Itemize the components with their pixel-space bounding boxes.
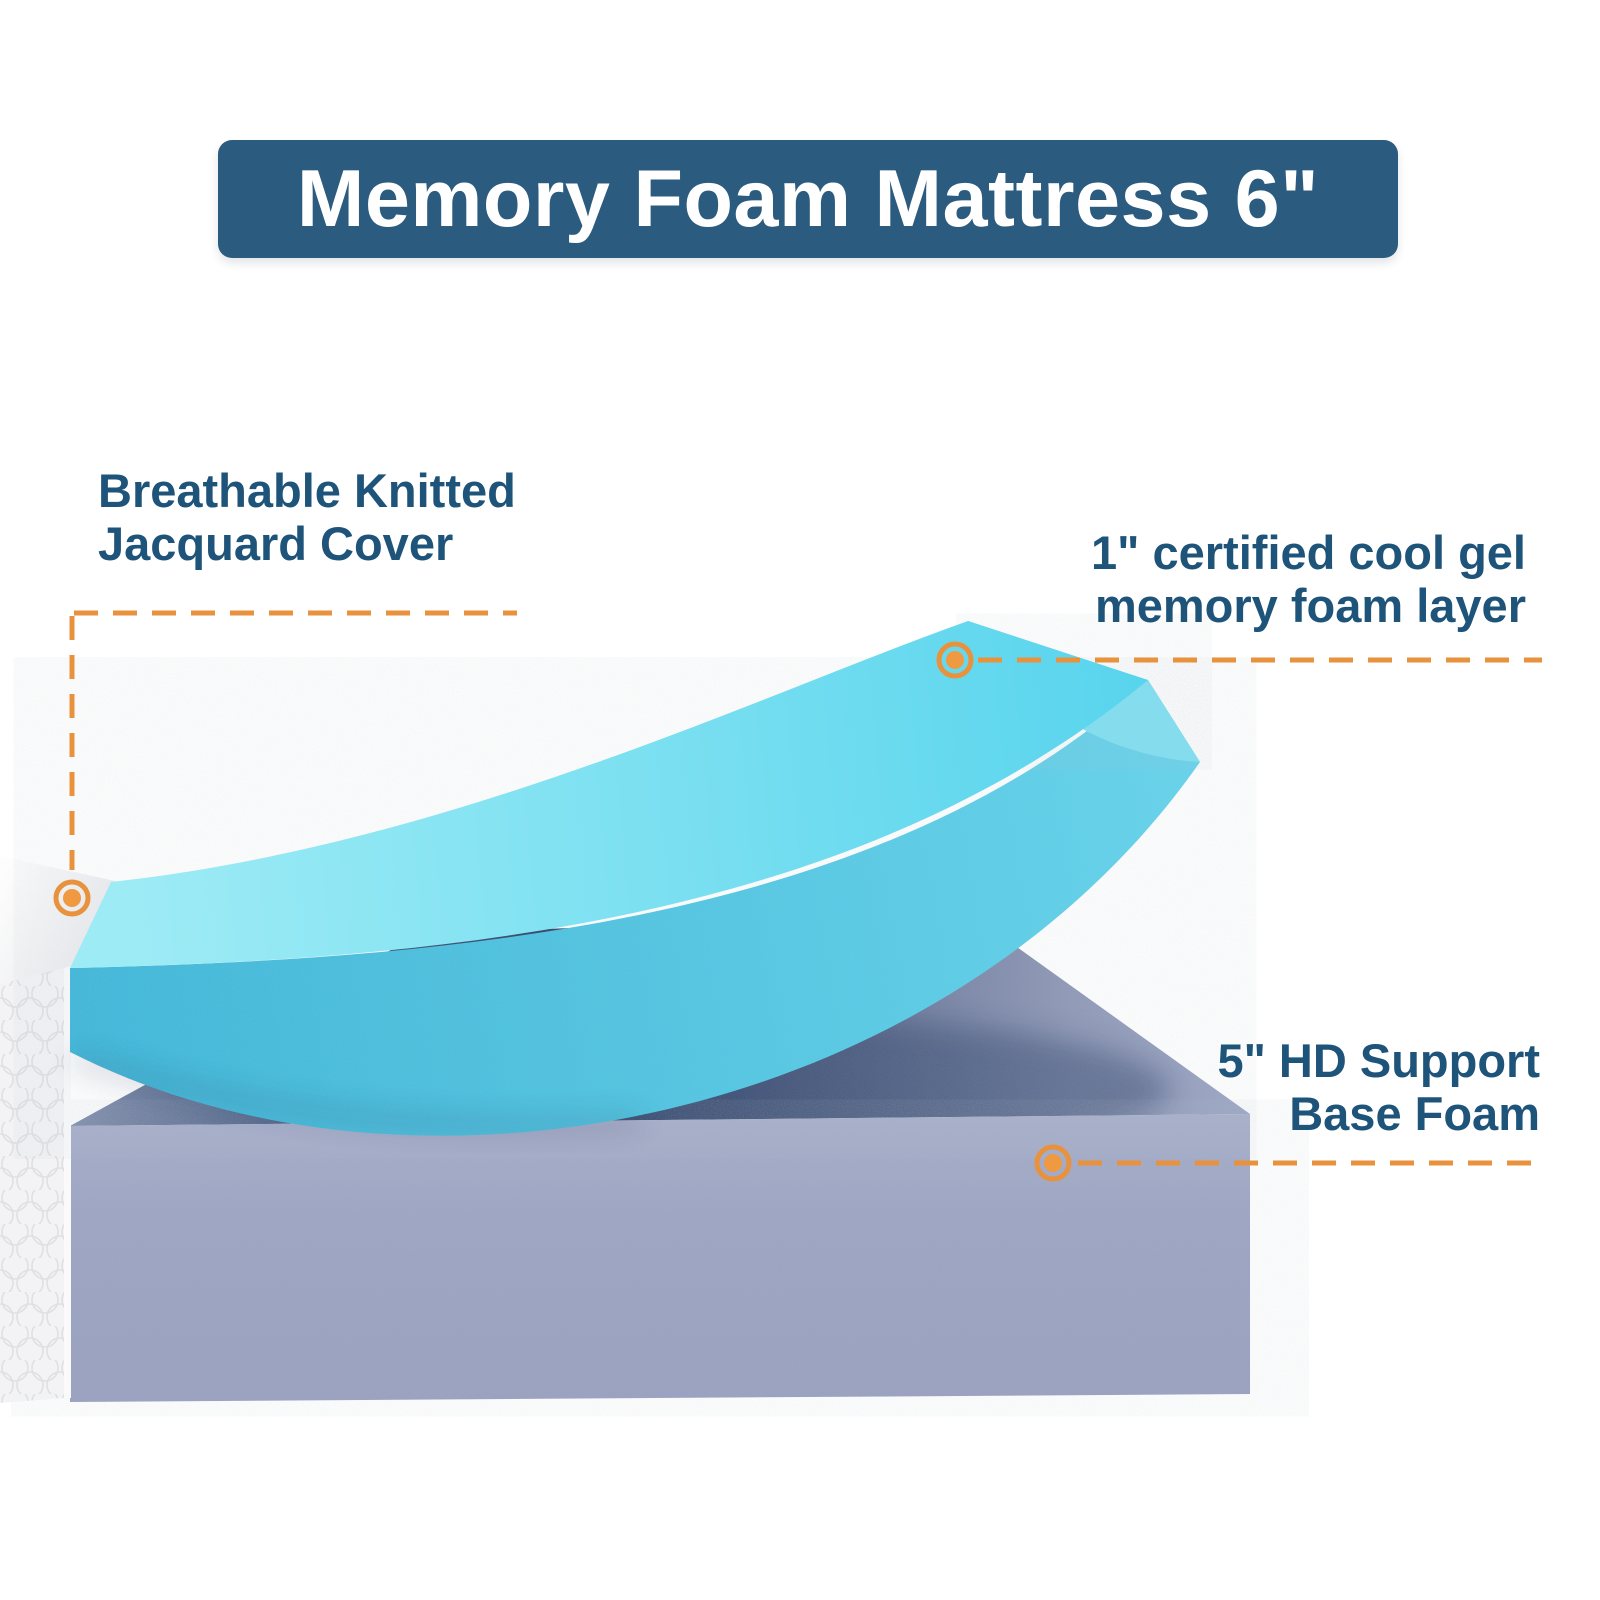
base-marker-dot [1034, 1144, 1072, 1182]
gel-foam-front-face [70, 680, 1200, 1136]
gel-callout-label: 1" certified cool gel memory foam layer [1091, 526, 1526, 632]
cover-top-surface [0, 856, 120, 984]
contact-shadow [72, 1053, 641, 1130]
gel-callout-line2: memory foam layer [1094, 578, 1526, 632]
cover-marker-dot [53, 879, 91, 917]
title-banner: Memory Foam Mattress 6" [218, 140, 1398, 258]
base-callout-line2: Base Foam [1289, 1086, 1540, 1140]
page-title: Memory Foam Mattress 6" [296, 153, 1320, 244]
base-foam-front-face [70, 1114, 1250, 1402]
base-callout-label: 5" HD Support Base Foam [1217, 1034, 1540, 1140]
base-callout-line1: 5" HD Support [1217, 1034, 1540, 1087]
gel-callout-line1: 1" certified cool gel [1091, 526, 1526, 579]
cover-front-quilted-face [0, 968, 64, 1403]
cover-edge-band [64, 966, 71, 1398]
gel-marker-dot [936, 641, 974, 679]
gel-foam-top-surface [70, 621, 1148, 968]
cover-callout-label: Breathable Knitted Jacquard Cover [98, 464, 516, 570]
cover-callout-line1: Breathable Knitted [98, 464, 516, 517]
cover-callout-line2: Jacquard Cover [98, 516, 454, 570]
